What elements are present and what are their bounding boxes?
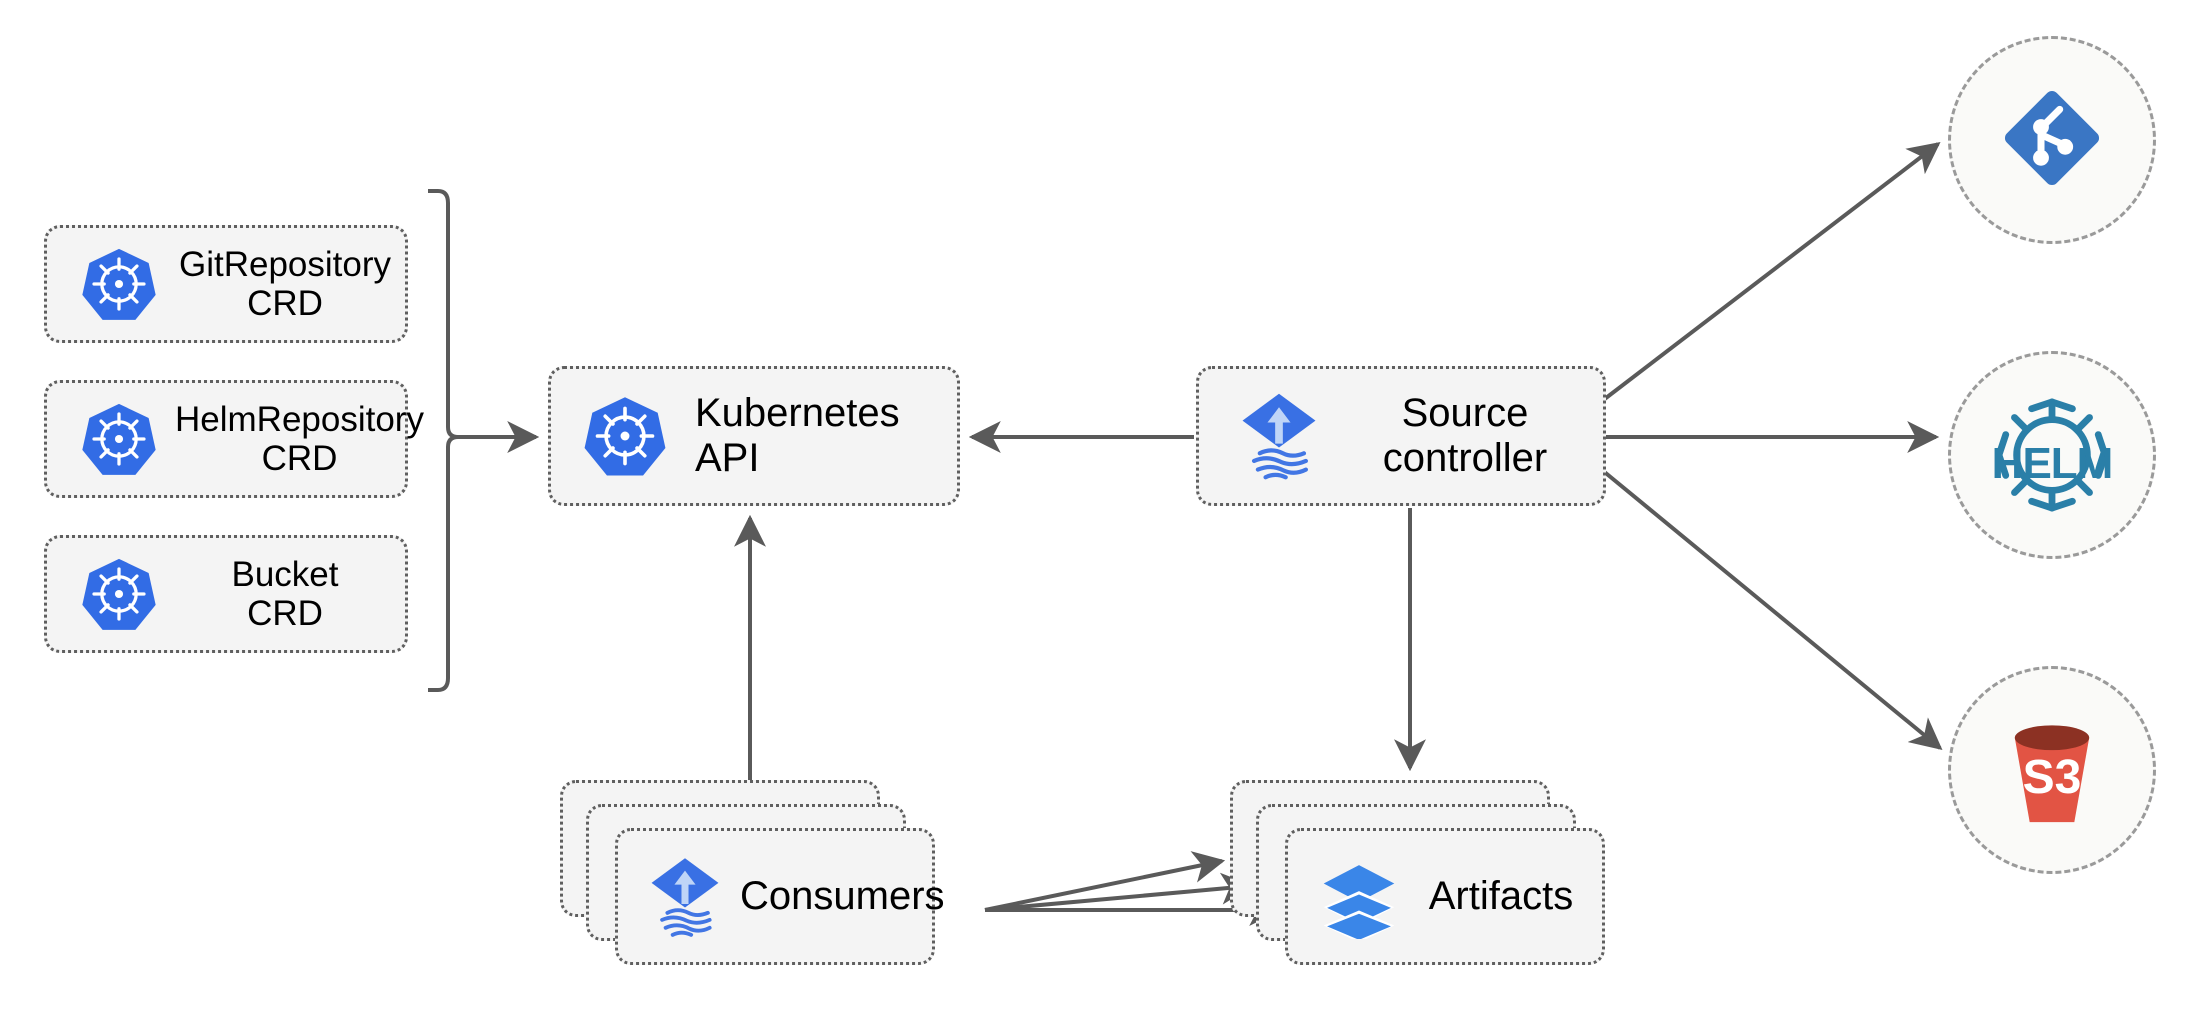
git-icon bbox=[1997, 83, 2107, 198]
consumers-card-front[interactable]: Consumers bbox=[615, 828, 945, 965]
crd-label: GitRepository CRD bbox=[178, 244, 392, 323]
source-controller-node[interactable]: Source controller bbox=[1196, 366, 1606, 506]
crd-label: Bucket CRD bbox=[231, 554, 339, 633]
kubernetes-api-label: Kubernetes API bbox=[695, 391, 900, 480]
s3-icon: S3 bbox=[1990, 708, 2114, 832]
consumers-label: Consumers bbox=[740, 874, 945, 918]
edge-consumers-to-artifacts-2 bbox=[984, 872, 1254, 912]
flux-icon bbox=[1221, 388, 1337, 484]
helm-icon: HELM bbox=[1984, 387, 2120, 523]
kubernetes-icon bbox=[63, 245, 175, 323]
kubernetes-icon bbox=[569, 393, 681, 479]
layers-icon bbox=[1304, 855, 1414, 939]
helm-source-circle[interactable]: HELM bbox=[1948, 351, 2156, 559]
artifacts-node[interactable]: Artifacts bbox=[1230, 780, 1605, 965]
source-controller-label: Source controller bbox=[1382, 391, 1548, 480]
edge-consumers-to-artifacts-1 bbox=[984, 851, 1226, 912]
kubernetes-icon bbox=[63, 555, 175, 633]
helm-label: HELM bbox=[1991, 439, 2114, 488]
edge-source-to-git bbox=[1600, 142, 1941, 403]
s3-source-circle[interactable]: S3 bbox=[1948, 666, 2156, 874]
crd-box-gitrepository[interactable]: GitRepository CRD bbox=[44, 225, 408, 343]
consumers-node[interactable]: Consumers bbox=[560, 780, 945, 965]
crd-box-helmrepository[interactable]: HelmRepository CRD bbox=[44, 380, 424, 498]
crd-label: HelmRepository CRD bbox=[175, 399, 424, 478]
artifacts-card-front[interactable]: Artifacts bbox=[1285, 828, 1605, 965]
git-source-circle[interactable] bbox=[1948, 36, 2156, 244]
flux-icon bbox=[630, 853, 740, 941]
crd-box-bucket[interactable]: Bucket CRD bbox=[44, 535, 408, 653]
kubernetes-api-node[interactable]: Kubernetes API bbox=[548, 366, 960, 506]
s3-label: S3 bbox=[2022, 751, 2082, 804]
kubernetes-icon bbox=[63, 400, 175, 478]
artifacts-label: Artifacts bbox=[1428, 874, 1574, 918]
edge-source-to-s3 bbox=[1600, 468, 1943, 751]
